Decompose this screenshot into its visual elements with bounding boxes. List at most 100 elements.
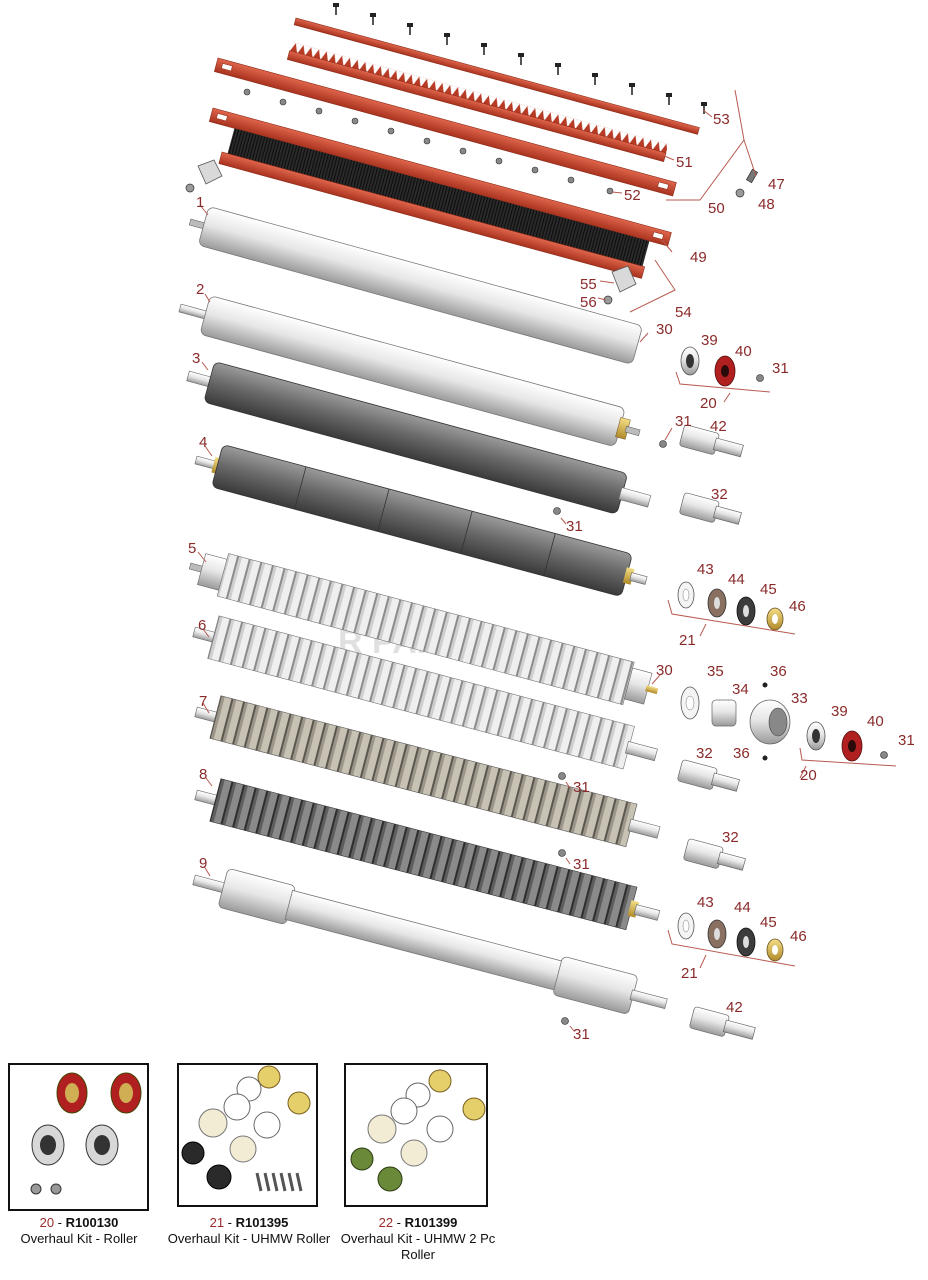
roller-8	[194, 778, 661, 931]
callout-42-b: 42	[726, 999, 743, 1016]
bearing-39-upper	[680, 346, 700, 376]
callout-56: 56	[580, 294, 597, 311]
callout-31-d: 31	[898, 732, 915, 749]
hub-33	[749, 699, 791, 745]
kit-20-name: Overhaul Kit - Roller	[20, 1231, 138, 1246]
callout-48: 48	[758, 196, 775, 213]
callout-7: 7	[199, 693, 207, 710]
callout-46-a: 46	[789, 598, 806, 615]
scraper-strip-54	[218, 151, 646, 279]
callout-30-a: 30	[656, 321, 673, 338]
callout-45-b: 45	[760, 914, 777, 931]
callout-39-a: 39	[701, 332, 718, 349]
shaft-end-32-b	[677, 759, 740, 792]
scraper-strip-top	[293, 17, 700, 135]
kit-22-name-line2: Roller	[401, 1247, 435, 1262]
roller-4	[194, 445, 648, 596]
roller-7	[194, 695, 661, 848]
callout-32-b: 32	[696, 745, 713, 762]
callout-31-f: 31	[573, 856, 590, 873]
shaft-end-32-a	[679, 492, 742, 525]
callout-44-a: 44	[728, 571, 745, 588]
kit-20-part: R100130	[65, 1215, 119, 1230]
roller-3	[186, 362, 652, 514]
callout-35: 35	[707, 663, 724, 680]
callout-32-c: 32	[722, 829, 739, 846]
callout-52: 52	[624, 187, 641, 204]
kit-21-part: R101395	[235, 1215, 289, 1230]
toothed-scraper-51	[286, 41, 669, 162]
shaft-end-42-lower	[689, 1006, 756, 1040]
callout-32-a: 32	[711, 486, 728, 503]
bracket-55-left	[185, 159, 223, 193]
roller-9	[192, 868, 668, 1014]
callout-20-a: 20	[700, 395, 717, 412]
callout-40-b: 40	[867, 713, 884, 730]
kit-21-illustration	[181, 1065, 311, 1192]
setscrew-31-f	[558, 849, 566, 857]
kit-22-number: 22	[378, 1215, 394, 1230]
scraper-bracket-50	[213, 57, 677, 197]
callout-49: 49	[690, 249, 707, 266]
kit-22-illustration	[350, 1069, 486, 1192]
callout-46-b: 46	[790, 928, 807, 945]
washer-set-21-lower	[677, 912, 784, 962]
callout-4: 4	[199, 434, 207, 451]
callout-42-a: 42	[710, 418, 727, 435]
setscrew-31-e	[558, 772, 566, 780]
setscrew-31-b	[659, 440, 667, 448]
callout-40-a: 40	[735, 343, 752, 360]
callout-31-b: 31	[675, 413, 692, 430]
callout-55: 55	[580, 276, 597, 293]
callout-3: 3	[192, 350, 200, 367]
callout-43-b: 43	[697, 894, 714, 911]
kit-22-name: Overhaul Kit - UHMW 2 Pc	[340, 1231, 496, 1246]
callout-labels: 53 51 52 50 47 48 49 1 55 56 54 2 30 39 …	[188, 111, 915, 1043]
callout-44-b: 44	[734, 899, 751, 916]
bearing-39-lower	[806, 721, 826, 751]
roller-2	[178, 296, 641, 446]
callout-51: 51	[676, 154, 693, 171]
nut-48	[735, 188, 745, 198]
pin-36-lower	[762, 755, 768, 761]
washer-35	[680, 686, 700, 720]
callout-39-b: 39	[831, 703, 848, 720]
kit-22-sep: -	[393, 1215, 405, 1230]
roller-6	[192, 615, 658, 770]
callout-8: 8	[199, 766, 207, 783]
callout-53: 53	[713, 111, 730, 128]
callout-6: 6	[198, 617, 206, 634]
sleeve-34	[711, 699, 737, 727]
seal-40-upper	[714, 355, 736, 387]
callout-31-g: 31	[573, 1026, 590, 1043]
callout-9: 9	[199, 855, 207, 872]
setscrew-31-c	[553, 507, 561, 515]
screws-53	[333, 3, 707, 114]
kit-21-sep: -	[224, 1215, 236, 1230]
kit-20-illustration	[30, 1072, 142, 1195]
setscrew-31-upper	[756, 374, 764, 382]
kit-22-image	[344, 1063, 488, 1207]
setscrew-31-d	[880, 751, 888, 759]
kit-21-image	[177, 1063, 318, 1207]
roller-5	[188, 553, 659, 706]
callout-43-a: 43	[697, 561, 714, 578]
callout-31-c: 31	[566, 518, 583, 535]
seal-40-lower	[841, 730, 863, 762]
kit-20-label: 20 - R100130 Overhaul Kit - Roller	[4, 1215, 154, 1247]
pin-36-upper	[762, 682, 768, 688]
callout-31-a: 31	[772, 360, 789, 377]
callout-5: 5	[188, 540, 196, 557]
callout-21-a: 21	[679, 632, 696, 649]
kit-20-image	[8, 1063, 149, 1211]
callout-33: 33	[791, 690, 808, 707]
callout-45-a: 45	[760, 581, 777, 598]
callout-31-e: 31	[573, 779, 590, 796]
roller-1	[188, 207, 642, 364]
shaft-end-32-c	[683, 838, 746, 871]
callout-36-b: 36	[733, 745, 750, 762]
callout-54: 54	[675, 304, 692, 321]
kit-22-part: R101399	[404, 1215, 458, 1230]
washer-set-21-upper	[677, 581, 784, 631]
